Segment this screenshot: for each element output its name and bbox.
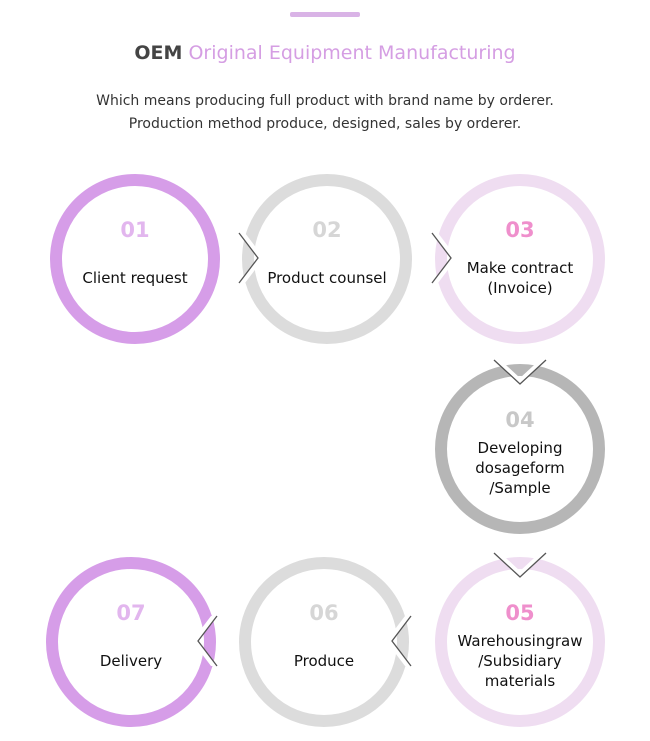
step-06-produce: 06 Produce xyxy=(239,557,409,727)
chevron-down-icon xyxy=(493,547,547,578)
step-number: 05 xyxy=(505,601,535,625)
step-number: 04 xyxy=(505,408,535,432)
step-number: 02 xyxy=(312,218,342,242)
step-label: Client request xyxy=(82,269,188,287)
step-label: Product counsel xyxy=(267,269,387,287)
chevron-right-icon xyxy=(431,232,457,284)
step-07-delivery: 07 Delivery xyxy=(46,557,216,727)
chevron-right-icon xyxy=(238,232,264,284)
chevron-left-icon xyxy=(386,615,412,667)
title-abbreviation: OEM xyxy=(134,42,183,64)
description-line-2: Production method produce, designed, sal… xyxy=(128,116,522,132)
step-number: 07 xyxy=(116,601,146,625)
step-label: Produce xyxy=(293,652,355,670)
step-01-client-request: 01 Client request xyxy=(50,174,220,344)
step-number: 06 xyxy=(309,601,339,625)
chevron-left-icon xyxy=(192,615,218,667)
page-title: OEM Original Equipment Manufacturing xyxy=(0,42,650,64)
step-label: Delivery xyxy=(99,652,163,670)
title-full-name: Original Equipment Manufacturing xyxy=(188,42,516,64)
step-02-product-counsel: 02 Product counsel xyxy=(242,174,412,344)
top-accent-bar xyxy=(290,12,360,17)
step-label: Make contract(Invoice) xyxy=(466,259,574,297)
step-number: 01 xyxy=(120,218,150,242)
step-number: 03 xyxy=(505,218,535,242)
chevron-down-icon xyxy=(493,354,547,385)
step-03-make-contract: 03 Make contract(Invoice) xyxy=(435,174,605,344)
description-line-1: Which means producing full product with … xyxy=(96,93,554,109)
page-description: Which means producing full product with … xyxy=(0,90,650,136)
